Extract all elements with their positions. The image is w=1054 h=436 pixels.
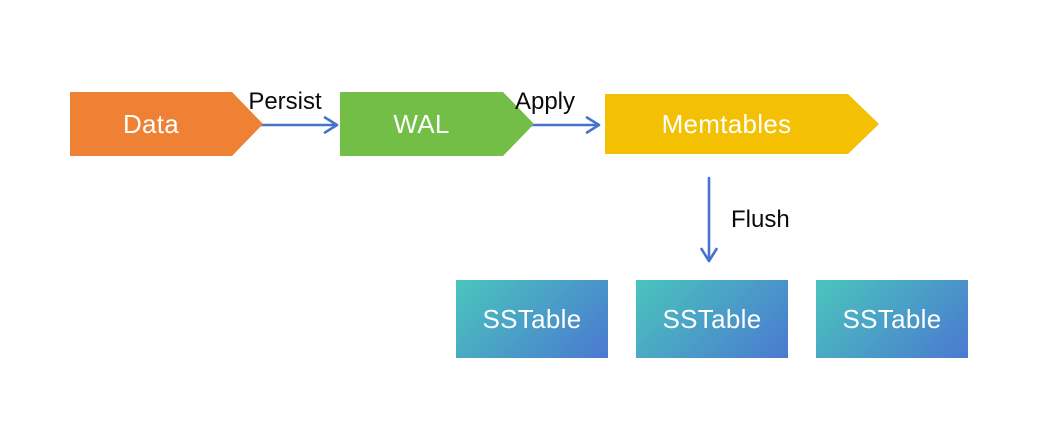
node-wal-label: WAL bbox=[393, 109, 450, 139]
node-data-label: Data bbox=[122, 109, 180, 139]
node-sstable-2: SSTable bbox=[636, 280, 788, 358]
node-memtables-label: Memtables bbox=[661, 109, 792, 139]
node-sstable-3: SSTable bbox=[816, 280, 968, 358]
node-sstable-1-label: SSTable bbox=[482, 304, 582, 334]
node-sstable-2-label: SSTable bbox=[662, 304, 762, 334]
edge-label-persist: Persist bbox=[248, 88, 322, 115]
node-wal: WAL bbox=[340, 92, 534, 156]
node-memtables: Memtables bbox=[605, 94, 879, 154]
edge-label-flush: Flush bbox=[731, 206, 790, 233]
node-sstable-1: SSTable bbox=[456, 280, 608, 358]
flush-arrow bbox=[700, 176, 718, 263]
node-data: Data bbox=[70, 92, 263, 156]
edge-label-apply: Apply bbox=[514, 88, 576, 115]
node-sstable-3-label: SSTable bbox=[842, 304, 942, 334]
